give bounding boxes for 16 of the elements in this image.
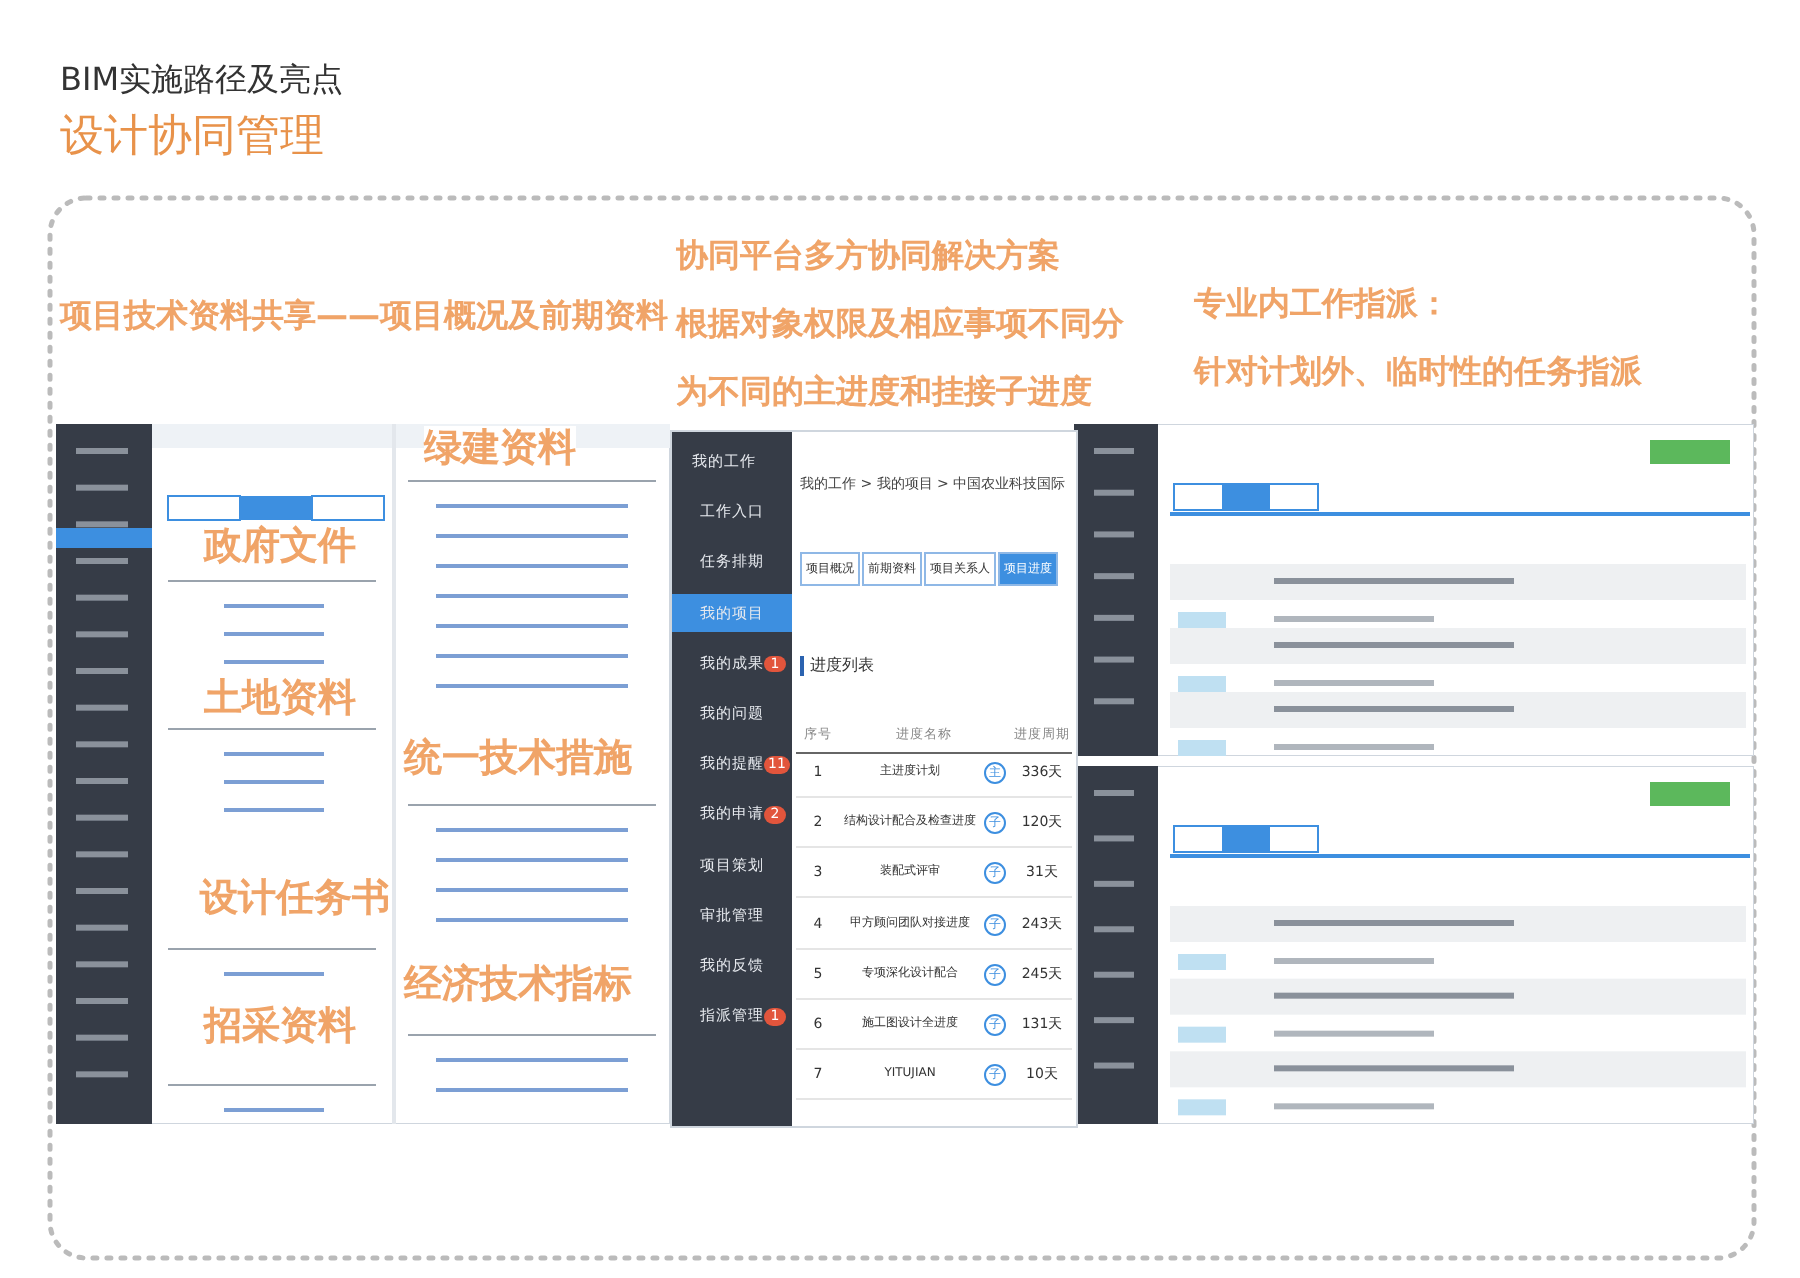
overlay-label: 经济技术指标 — [404, 962, 632, 1008]
overlay-label: 统一技术措施 — [404, 736, 632, 782]
slide-title: BIM实施路径及亮点 — [60, 60, 343, 99]
overlay-label: 绿建资料 — [424, 426, 576, 472]
section-heading: 进度列表 — [800, 656, 874, 676]
note-text: 协同平台多方协同解决方案 — [676, 236, 1060, 275]
overlay-label: 招采资料 — [204, 1004, 356, 1050]
overlay-label: 政府文件 — [204, 524, 356, 570]
overlay-label: 土地资料 — [204, 676, 356, 722]
overlay-label: 设计任务书 — [200, 876, 390, 922]
note-text: 根据对象权限及相应事项不同分 — [676, 304, 1124, 343]
note-text: 针对计划外、临时性的任务指派 — [1194, 352, 1642, 391]
note-text: 专业内工作指派： — [1194, 284, 1450, 323]
section-heading: 设计协同管理 — [60, 112, 324, 165]
note-text: 项目技术资料共享——项目概况及前期资料 — [60, 296, 668, 335]
note-text: 为不同的主进度和挂接子进度 — [676, 372, 1092, 411]
